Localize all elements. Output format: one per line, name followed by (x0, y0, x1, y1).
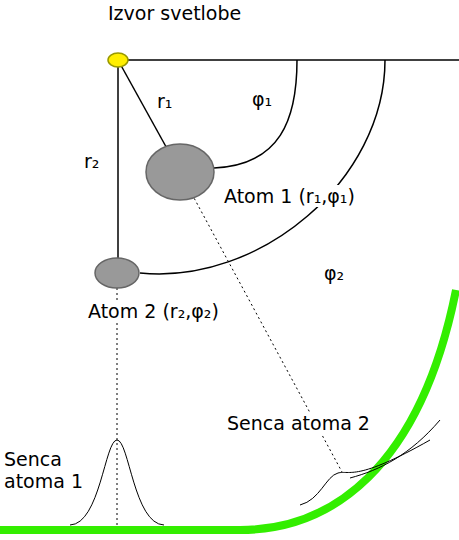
label-text: r₁ (155, 90, 174, 112)
label-text: φ₂ (322, 262, 346, 284)
label-text: Izvor svetlobe (106, 2, 243, 24)
light-source (108, 53, 128, 67)
reference-line (118, 59, 459, 61)
label-text: Atom 1 (r₁,φ₁) (222, 185, 357, 207)
label-text: r₂ (82, 150, 101, 172)
atom-circle (146, 144, 214, 200)
label-text: Atom 2 (r₂,φ₂) (86, 300, 221, 322)
angle-arc (140, 60, 385, 274)
screen-line (0, 290, 456, 530)
radius-line (117, 60, 119, 273)
shadow-curve (300, 440, 430, 505)
label-text: Senca atoma 2 (225, 412, 372, 434)
atom-circle (95, 258, 139, 288)
label-text: Senca atoma 1 (2, 448, 86, 492)
angle-arc (214, 60, 297, 168)
label-text: φ₁ (250, 88, 274, 110)
